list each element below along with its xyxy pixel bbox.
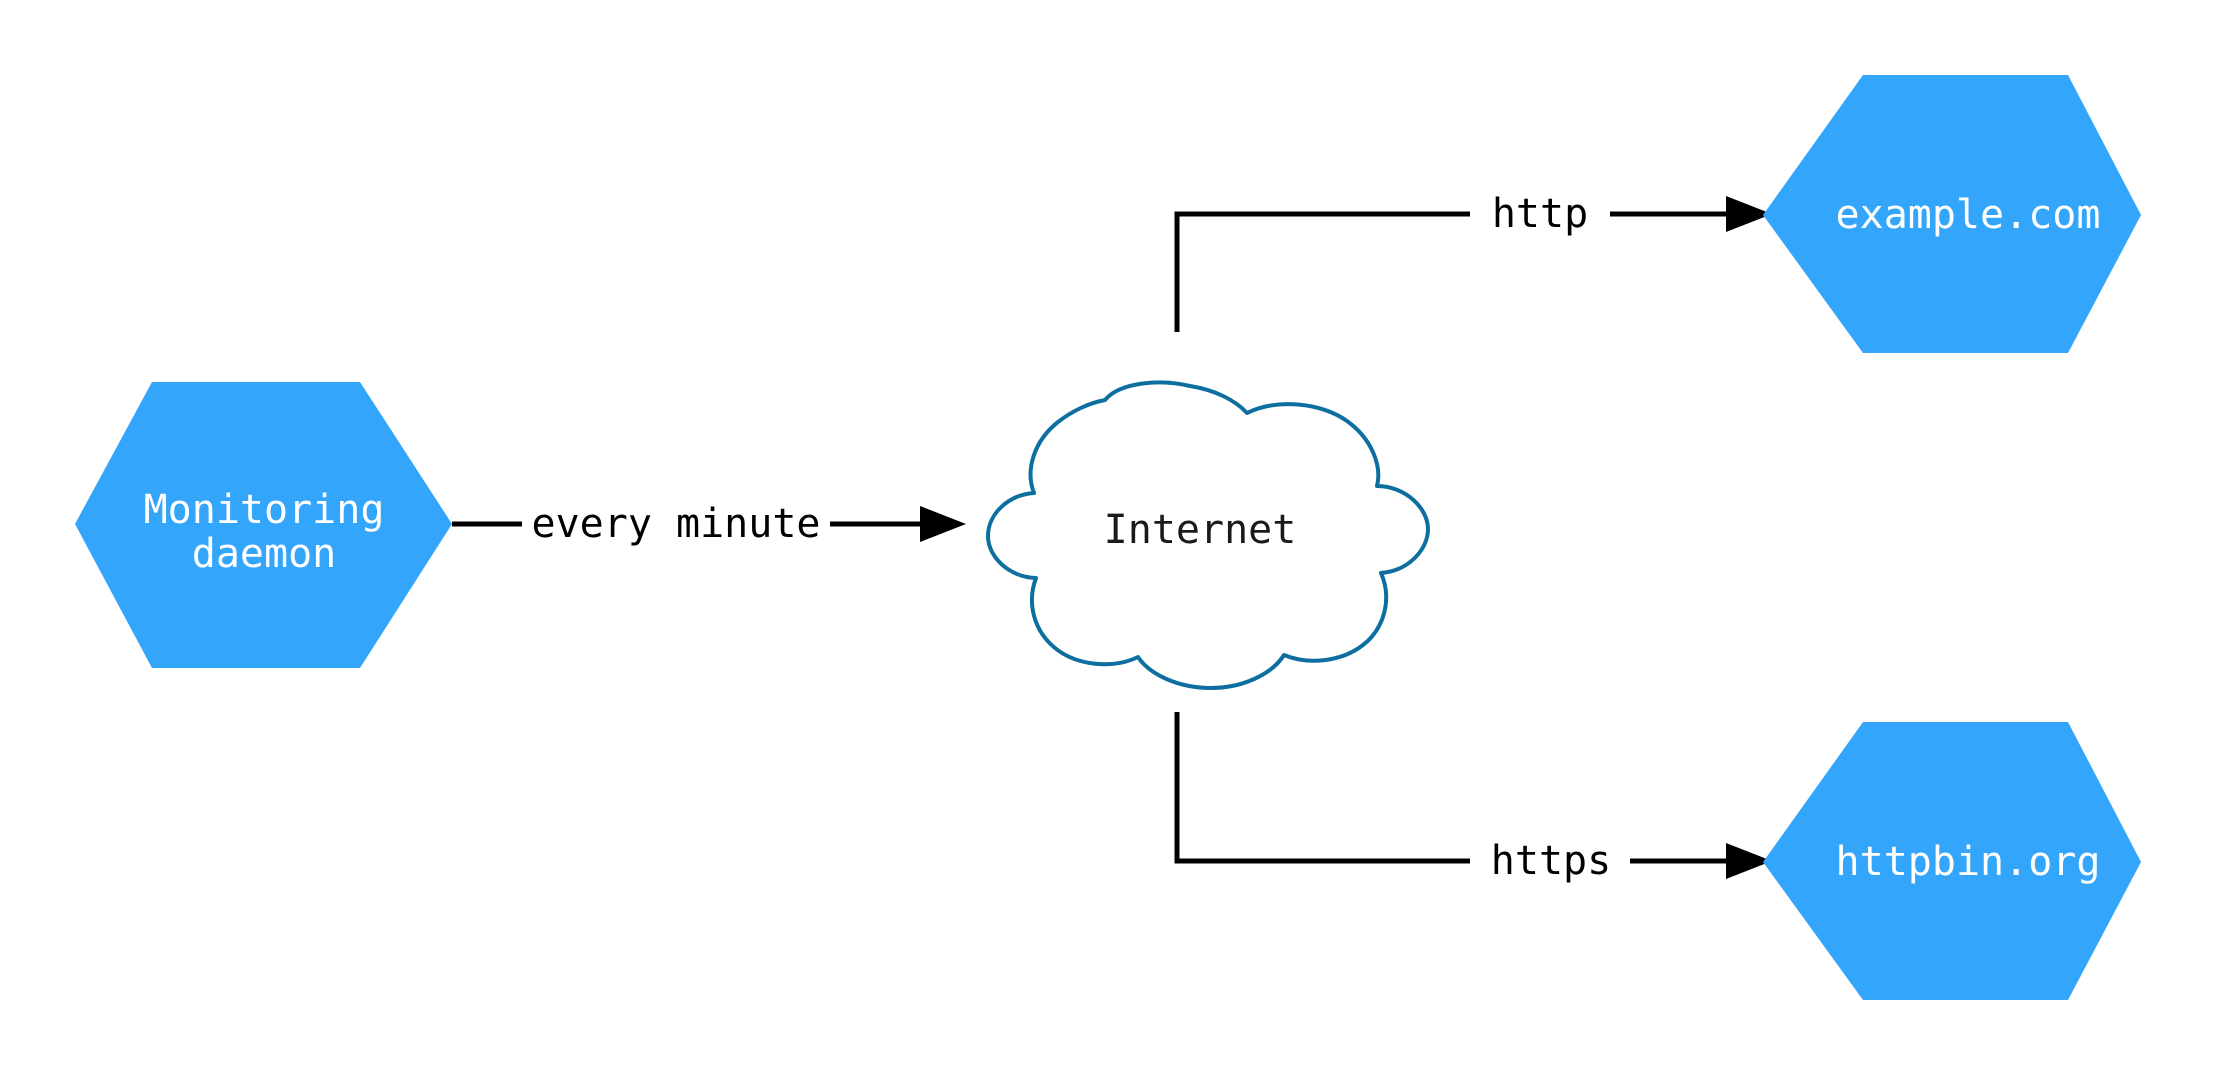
monitoring-daemon-hexagon[interactable] (75, 382, 452, 668)
edge-internet-to-httpbin: https (1174, 712, 1772, 884)
node-internet[interactable]: Internet (986, 380, 1430, 690)
httpbin-org-hexagon[interactable] (1763, 722, 2141, 1000)
edge-internet-to-httpbin-arrowhead (1726, 843, 1772, 879)
monitoring-daemon-label-line-1: Monitoring (144, 487, 385, 533)
edge-label-http: http (1492, 191, 1588, 237)
example-com-label: example.com (1836, 192, 2101, 238)
internet-label: Internet (1104, 507, 1297, 553)
node-monitoring-daemon[interactable]: Monitoring daemon (75, 382, 452, 668)
edge-internet-to-example-elbow (1174, 211, 1470, 332)
internet-cloud-shape[interactable] (986, 380, 1430, 690)
httpbin-org-label: httpbin.org (1836, 839, 2101, 885)
edge-internet-to-httpbin-elbow (1174, 712, 1470, 864)
edge-daemon-to-internet: every minute (452, 501, 966, 547)
node-httpbin-org[interactable]: httpbin.org (1763, 722, 2141, 1000)
edge-label-https: https (1491, 838, 1611, 884)
node-example-com[interactable]: example.com (1763, 75, 2141, 353)
edge-daemon-to-internet-arrowhead (920, 506, 966, 542)
edge-internet-to-example: http (1174, 191, 1772, 332)
monitoring-daemon-label-line-2: daemon (192, 531, 337, 577)
example-com-hexagon[interactable] (1763, 75, 2141, 353)
edge-label-every-minute: every minute (532, 501, 821, 547)
edge-internet-to-example-arrowhead (1726, 196, 1772, 232)
